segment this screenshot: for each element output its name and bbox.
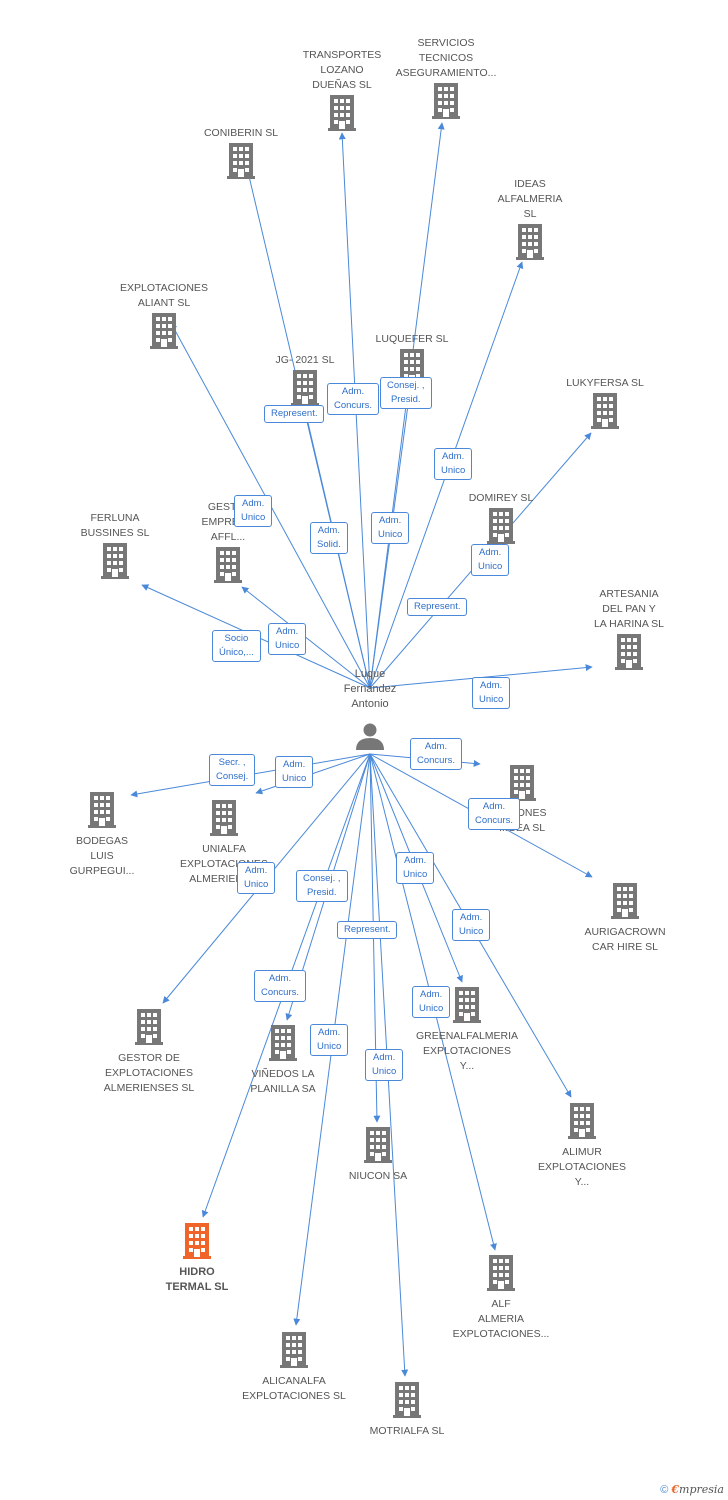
company-label-gestion[interactable]: GESTI... EMPRES... AFFL... bbox=[201, 501, 255, 543]
company-label-bodegas[interactable]: BODEGAS LUIS GURPEGUI... bbox=[69, 835, 135, 877]
company-label-servicios[interactable]: SERVICIOS TECNICOS ASEGURAMIENTO... bbox=[395, 37, 497, 79]
building-icon-alfalmeria[interactable] bbox=[487, 1255, 515, 1291]
building-icon-aurigacrown[interactable] bbox=[611, 883, 639, 919]
empresia-logo-text: mpresia bbox=[679, 1483, 724, 1496]
person-icon[interactable] bbox=[356, 723, 384, 751]
person-name[interactable]: Luque Fernandez Antonio bbox=[343, 668, 397, 710]
person-head bbox=[363, 723, 377, 737]
building-icon-niucon[interactable] bbox=[364, 1127, 392, 1163]
building-icon-transportes[interactable] bbox=[328, 95, 356, 131]
company-label-coniberin[interactable]: CONIBERIN SL bbox=[203, 127, 279, 139]
role-badge-r_adm_unico_5[interactable]: Adm. Unico bbox=[268, 623, 307, 655]
role-badge-r_represent_2[interactable]: Represent. bbox=[407, 598, 468, 616]
company-label-gestor[interactable]: GESTOR DE EXPLOTACIONES ALMERIENSES SL bbox=[103, 1052, 195, 1094]
building-icon-ideas[interactable] bbox=[516, 224, 544, 260]
role-badge-r_adm_unico_6[interactable]: Adm. Unico bbox=[472, 677, 511, 709]
building-icon-vinedos[interactable] bbox=[269, 1025, 297, 1061]
building-icon-hidro[interactable] bbox=[183, 1223, 211, 1259]
role-badge-r_socio_unico[interactable]: Socio Único,... bbox=[212, 630, 261, 662]
building-icon-unialfa[interactable] bbox=[210, 800, 238, 836]
building-icon-alimur[interactable] bbox=[568, 1103, 596, 1139]
building-icon-servicios[interactable] bbox=[432, 83, 460, 119]
role-badge-r_adm_unico_10[interactable]: Adm. Unico bbox=[452, 909, 491, 941]
footer-brand: © €mpresia bbox=[660, 1483, 724, 1496]
building-icon-gestion[interactable] bbox=[214, 547, 242, 583]
role-badge-r_represent_3[interactable]: Represent. bbox=[337, 921, 398, 939]
company-label-motrialfa[interactable]: MOTRIALFA SL bbox=[369, 1425, 445, 1437]
role-badge-r_adm_unico_7[interactable]: Adm. Unico bbox=[275, 756, 314, 788]
role-badge-r_secr_consej[interactable]: Secr. , Consej. bbox=[209, 754, 256, 786]
role-badge-r_adm_concurs_2[interactable]: Adm. Concurs. bbox=[410, 738, 463, 770]
role-badge-r_adm_concurs_1[interactable]: Adm. Concurs. bbox=[327, 383, 380, 415]
building-icon-lukyfersa[interactable] bbox=[591, 393, 619, 429]
company-label-luquefer[interactable]: LUQUEFER SL bbox=[375, 333, 449, 345]
person-body bbox=[356, 738, 384, 750]
building-icon-greenalfa[interactable] bbox=[453, 987, 481, 1023]
company-label-transportes[interactable]: TRANSPORTES LOZANO DUEÑAS SL bbox=[302, 49, 382, 91]
role-badge-r_adm_unico_11[interactable]: Adm. Unico bbox=[412, 986, 451, 1018]
company-label-ferluna[interactable]: FERLUNA BUSSINES SL bbox=[80, 512, 150, 539]
company-label-vinedos[interactable]: VIÑEDOS LA PLANILLA SA bbox=[250, 1068, 316, 1095]
nodes bbox=[88, 83, 643, 1418]
role-badge-r_adm_unico_4[interactable]: Adm. Unico bbox=[471, 544, 510, 576]
company-label-niucon[interactable]: NIUCON SA bbox=[348, 1170, 408, 1182]
company-label-domirey[interactable]: DOMIREY SL bbox=[468, 492, 534, 504]
company-label-hidro[interactable]: HIDRO TERMAL SL bbox=[165, 1266, 229, 1293]
company-label-jg2021[interactable]: JG- 2021 SL bbox=[275, 354, 335, 366]
role-badge-r_consej_presid_2[interactable]: Consej. , Presid. bbox=[296, 870, 348, 902]
role-badge-r_adm_concurs_3[interactable]: Adm. Concurs. bbox=[468, 798, 521, 830]
building-icon-domirey[interactable] bbox=[487, 508, 515, 544]
company-label-lukyfersa[interactable]: LUKYFERSA SL bbox=[566, 377, 644, 389]
building-icon-bodegas[interactable] bbox=[88, 792, 116, 828]
building-icon-ferluna[interactable] bbox=[101, 543, 129, 579]
role-badge-r_consej_presid_1[interactable]: Consej. , Presid. bbox=[380, 377, 432, 409]
role-badge-r_adm_solid[interactable]: Adm. Solid. bbox=[310, 522, 348, 554]
company-label-aurigacrown[interactable]: AURIGACROWN CAR HIRE SL bbox=[584, 926, 666, 953]
building-icon-jg2021[interactable] bbox=[291, 370, 319, 406]
role-badge-r_adm_unico_12[interactable]: Adm. Unico bbox=[310, 1024, 349, 1056]
role-badge-r_adm_unico_1[interactable]: Adm. Unico bbox=[434, 448, 473, 480]
building-icon-gea[interactable] bbox=[508, 765, 536, 801]
role-badge-r_represent_1[interactable]: Represent. bbox=[264, 405, 325, 423]
role-badge-r_adm_unico_3[interactable]: Adm. Unico bbox=[371, 512, 410, 544]
company-label-ideas[interactable]: IDEAS ALFALMERIA SL bbox=[497, 178, 563, 220]
building-icon-motrialfa[interactable] bbox=[393, 1382, 421, 1418]
role-badge-r_adm_unico_8[interactable]: Adm. Unico bbox=[237, 862, 276, 894]
company-label-alfalmeria[interactable]: ALF ALMERIA EXPLOTACIONES... bbox=[452, 1298, 550, 1340]
company-label-alimur[interactable]: ALIMUR EXPLOTACIONES Y... bbox=[538, 1146, 626, 1188]
role-badge-r_adm_concurs_4[interactable]: Adm. Concurs. bbox=[254, 970, 307, 1002]
copyright-icon: © bbox=[660, 1484, 669, 1496]
role-badge-r_adm_unico_9[interactable]: Adm. Unico bbox=[396, 852, 435, 884]
company-label-artesania[interactable]: ARTESANIA DEL PAN Y LA HARINA SL bbox=[593, 588, 665, 630]
building-icon-aliant[interactable] bbox=[150, 313, 178, 349]
company-label-greenalfa[interactable]: GREENALFALMERIA EXPLOTACIONES Y... bbox=[415, 1030, 519, 1072]
company-label-aliant[interactable]: EXPLOTACIONES ALIANT SL bbox=[120, 282, 208, 309]
empresia-logo-e: € bbox=[671, 1483, 680, 1496]
role-badge-r_adm_unico_2[interactable]: Adm. Unico bbox=[234, 495, 273, 527]
building-icon-coniberin[interactable] bbox=[227, 143, 255, 179]
company-label-alicanalfa[interactable]: ALICANALFA EXPLOTACIONES SL bbox=[242, 1375, 346, 1402]
building-icon-alicanalfa[interactable] bbox=[280, 1332, 308, 1368]
building-icon-gestor[interactable] bbox=[135, 1009, 163, 1045]
role-badge-r_adm_unico_13[interactable]: Adm. Unico bbox=[365, 1049, 404, 1081]
building-icon-artesania[interactable] bbox=[615, 634, 643, 670]
